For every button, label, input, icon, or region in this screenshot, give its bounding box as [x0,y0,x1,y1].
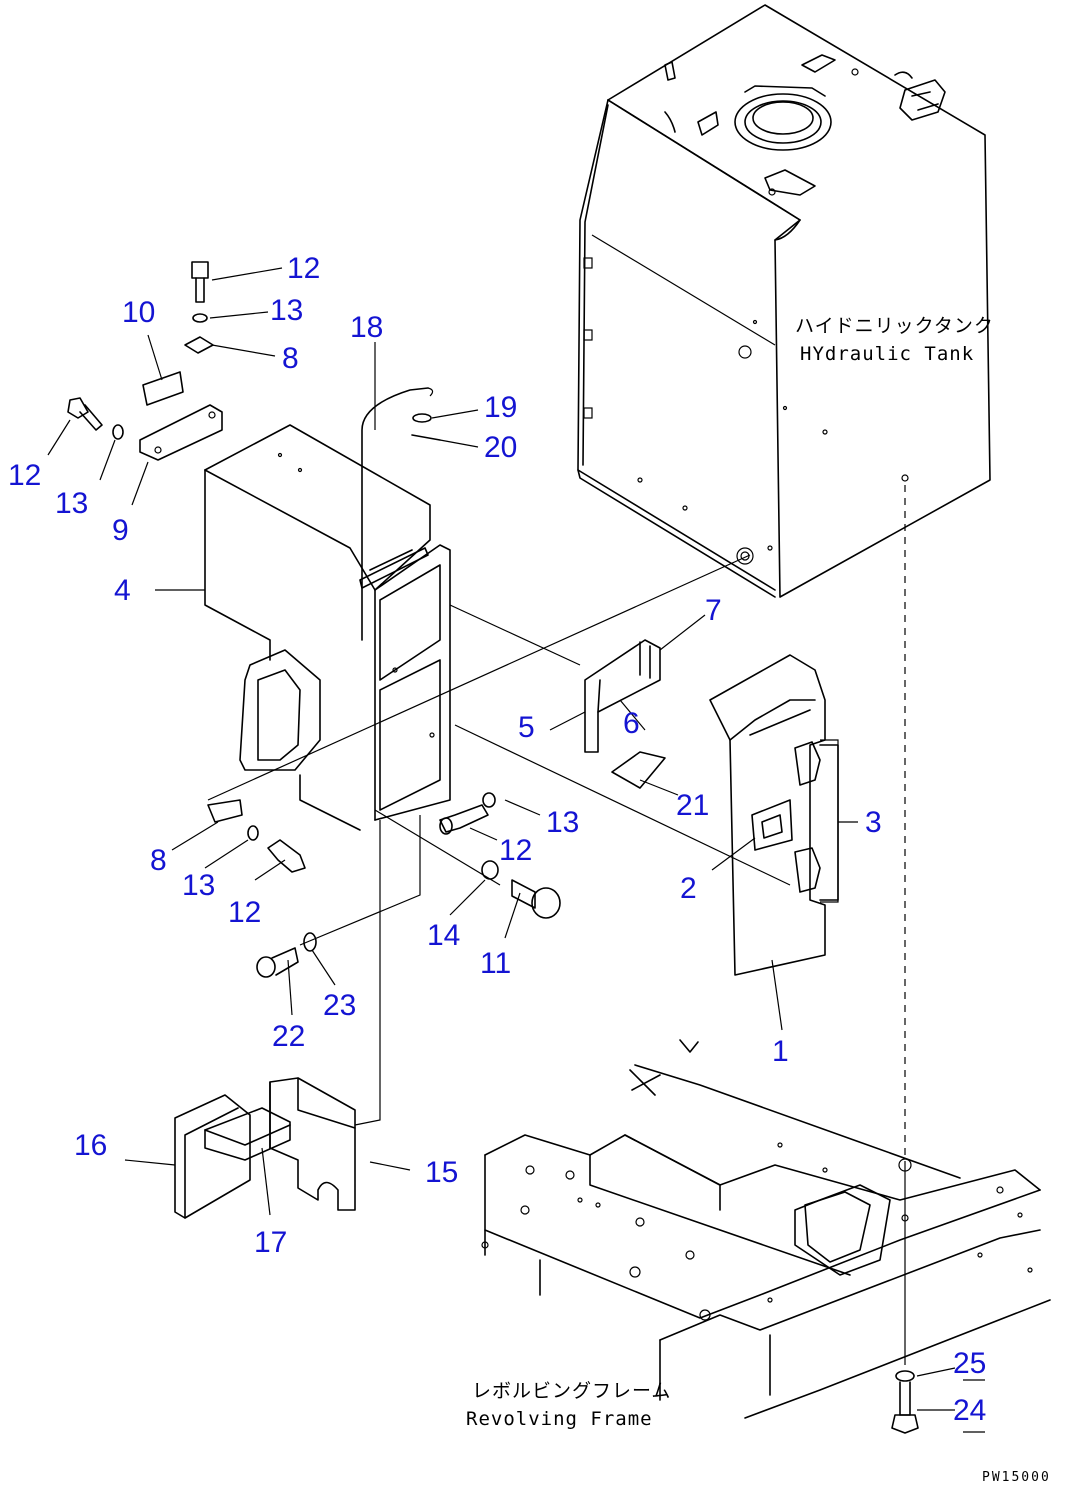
callout-8: 8 [150,844,167,877]
callout-13: 13 [546,806,579,839]
callout-23: 23 [323,989,356,1022]
callout-10: 10 [122,296,155,329]
bolt-part-12-left [67,397,103,431]
plate-part-8-low [207,799,243,823]
callout-18: 18 [350,311,383,344]
callout-13: 13 [182,869,215,902]
washer-part-13-mid [482,792,496,808]
hydraulic-tank [577,4,991,598]
callout-4: 4 [114,574,131,607]
callout-24: 24 [953,1394,986,1427]
pin-part-19 [412,413,432,423]
callout-12: 12 [499,834,532,867]
callout-numbers: 12 13 8 10 18 19 20 12 13 9 4 7 5 6 21 3… [8,252,986,1427]
revolving-frame [481,1039,1051,1419]
washer-part-13-left [112,424,124,440]
washer-part-14 [481,860,499,880]
callout-21: 21 [676,789,709,822]
callout-12: 12 [8,459,41,492]
bolt-part-12-top [191,261,209,303]
frame-label-english: Revolving Frame [466,1408,653,1430]
callout-16: 16 [74,1129,107,1162]
callout-1: 1 [772,1035,789,1068]
callout-9: 9 [112,514,129,547]
callout-14: 14 [427,919,460,952]
spacer-part-10 [142,371,184,406]
cover-part-4 [204,424,451,831]
bolt-part-11 [511,879,561,919]
callout-13: 13 [55,487,88,520]
callout-19: 19 [484,391,517,424]
block-part-16 [174,1094,251,1219]
callout-7: 7 [705,594,722,627]
rod-part-18 [361,387,429,641]
callout-22: 22 [272,1020,305,1053]
callout-17: 17 [254,1226,287,1259]
drawing-code: PW15000 [982,1470,1051,1485]
callout-8: 8 [282,342,299,375]
callout-3: 3 [865,806,882,839]
pad-part-17 [204,1107,291,1161]
callout-11: 11 [480,947,511,980]
bolt-part-22 [256,947,299,978]
callout-12: 12 [287,252,320,285]
tank-label-japanese: ハイドニリックタンク [795,315,994,337]
bolt-part-24 [891,1381,919,1434]
callout-12: 12 [228,896,261,929]
bracket-part-5-6-7 [584,639,661,753]
cover-part-1 [709,654,839,976]
pad-part-21 [611,751,666,789]
callout-6: 6 [623,707,640,740]
callout-20: 20 [484,431,517,464]
washer-part-23 [303,932,317,952]
callout-5: 5 [518,711,535,744]
callout-15: 15 [425,1156,458,1189]
callout-13: 13 [270,294,303,327]
plate-part-8-top [184,336,214,354]
washer-part-13-low [247,825,259,841]
pin-part-20 [411,434,441,441]
callout-25: 25 [953,1347,986,1380]
frame-label-japanese: レボルビングフレーム [472,1380,671,1402]
bolt-part-12-low [267,839,306,873]
tank-label-english: HYdraulic Tank [800,343,974,365]
bolt-part-12-mid [439,804,489,835]
plate-part-9 [139,404,223,461]
washer-part-13-top [192,313,208,323]
leader-lines [47,267,956,1411]
washer-part-25 [895,1370,915,1382]
block-part-15 [269,1077,356,1211]
callout-2: 2 [680,872,697,905]
